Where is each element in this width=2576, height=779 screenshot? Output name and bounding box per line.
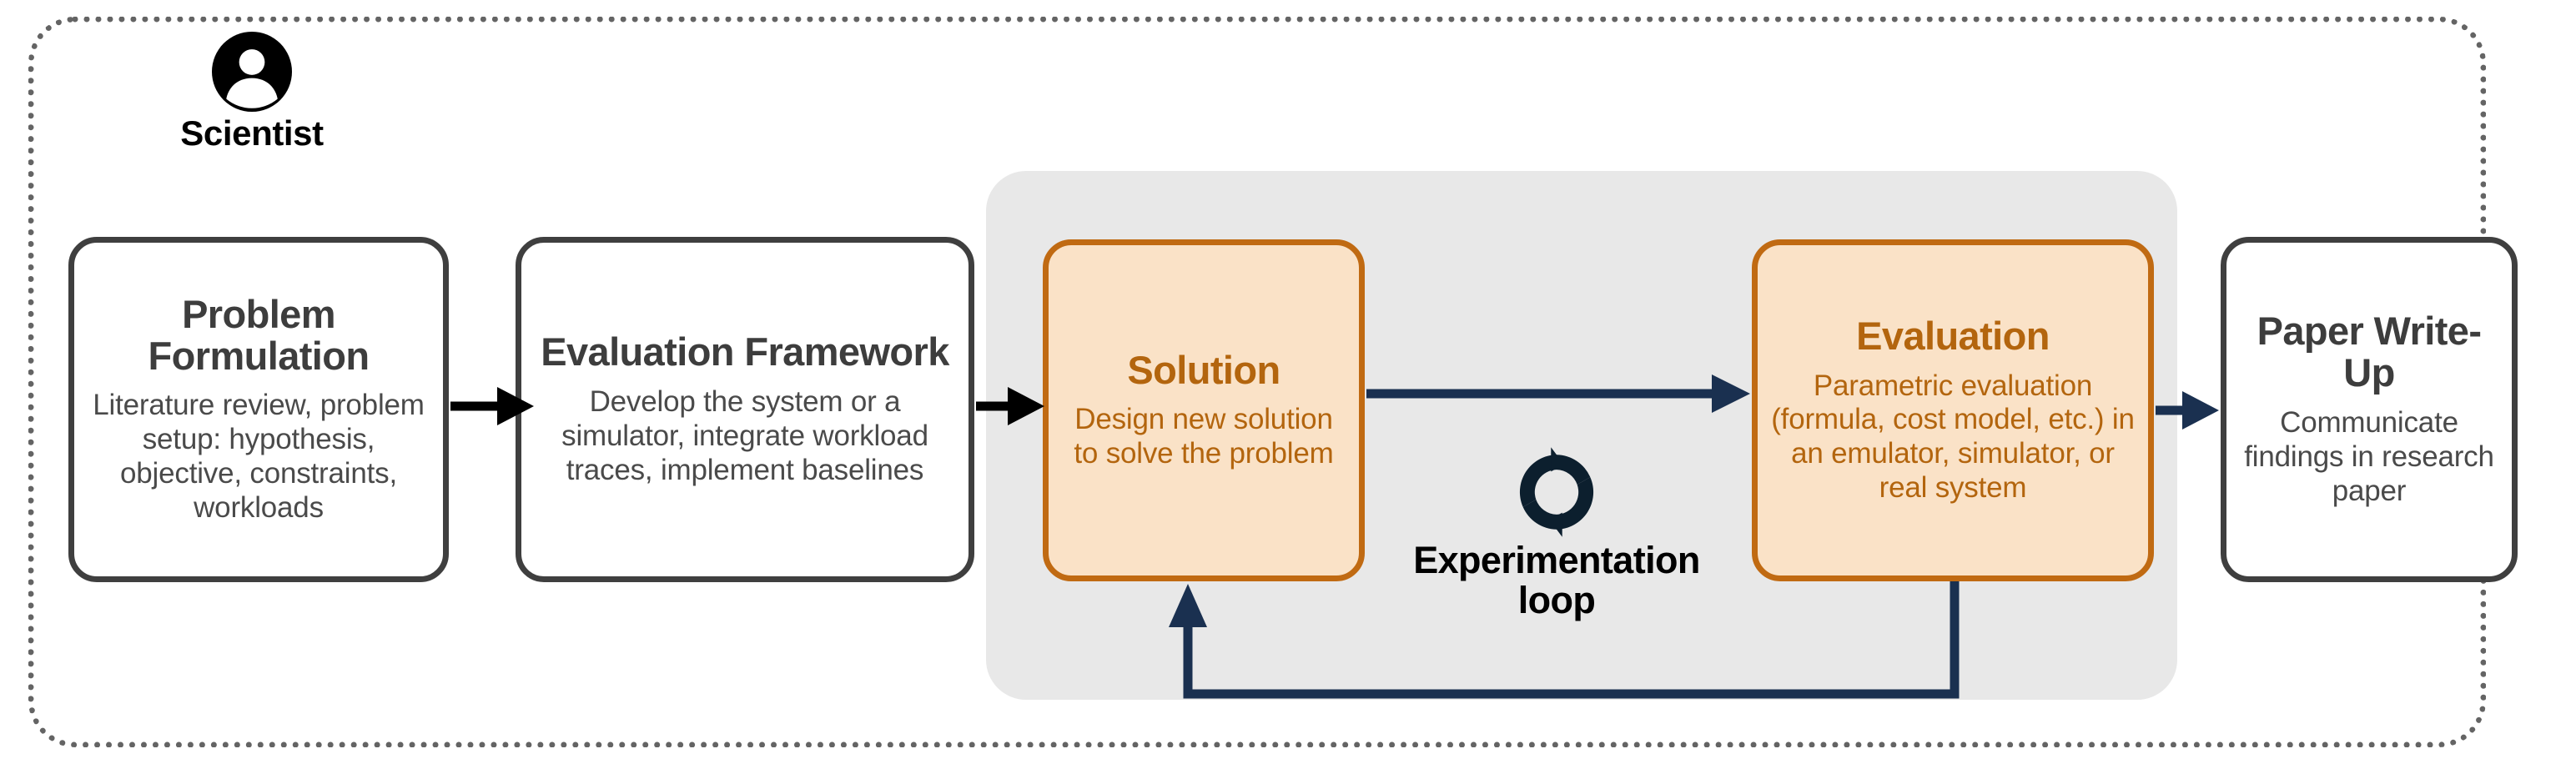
scientist-label: Scientist — [180, 113, 324, 153]
loop-label-line1: Experimentation — [1413, 539, 1700, 581]
stage-title: Paper Write-Up — [2257, 309, 2482, 395]
person-avatar-icon — [212, 32, 292, 112]
stage-description: Literature review, problem setup: hypoth… — [93, 389, 425, 525]
stage-description: Design new solution to solve the problem — [1074, 403, 1334, 470]
stage-solution[interactable]: Solution Design new solution to solve th… — [1043, 239, 1365, 581]
stage-title: Evaluation Framework — [541, 329, 949, 374]
stage-description: Communicate findings in research paper — [2244, 405, 2494, 507]
stage-paper-write-up[interactable]: Paper Write-Up Communicate findings in r… — [2221, 237, 2518, 582]
stage-title: Problem Formulation — [148, 291, 370, 378]
stage-description: Develop the system or a simulator, integ… — [561, 385, 928, 486]
stage-title: Solution — [1127, 347, 1280, 392]
scientist-actor: Scientist — [152, 32, 352, 152]
experimentation-loop-caption: Experimentation loop — [1365, 445, 1748, 620]
stage-evaluation-framework[interactable]: Evaluation Framework Develop the system … — [516, 237, 974, 582]
refresh-cycle-icon — [1519, 447, 1594, 537]
stage-evaluation[interactable]: Evaluation Parametric evaluation (formul… — [1752, 239, 2154, 581]
stage-problem-formulation[interactable]: Problem Formulation Literature review, p… — [68, 237, 449, 582]
stage-description: Parametric evaluation (formula, cost mod… — [1771, 369, 2135, 505]
stage-title: Evaluation — [1856, 313, 2050, 358]
loop-label-line2: loop — [1517, 578, 1596, 621]
